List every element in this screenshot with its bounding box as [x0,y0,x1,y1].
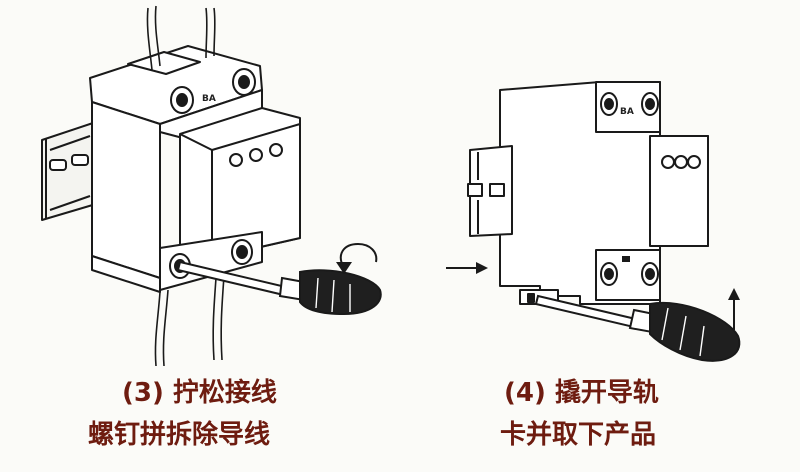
figure-4-caption-line-1: (4) 撬开导轨 [504,376,659,410]
din-rail [41,121,97,221]
rotation-arrow-icon [336,242,378,274]
figure-4-lower-marking [622,256,630,262]
figure-4-caption-line-2: 卡并取下产品 [500,420,657,450]
figure-3-top-terminal-left [170,86,194,114]
figure-3-caption-line-1: (3) 拧松接线 [122,376,277,410]
screwdriver-icon [176,260,382,316]
figure-3-caption-text-1: 拧松接线 [172,378,277,408]
figure-3-caption-line-2: 螺钉拼拆除导线 [88,420,271,450]
figure-4-bottom-terminal-right [641,262,659,286]
screwdriver-icon [534,294,741,362]
figure-3-device [41,45,301,293]
figure-3-wires [146,5,225,367]
figure-3-step-label: (3) [122,378,164,408]
figure-4-indicator-lights [661,155,701,169]
figure-4-rating-mark: BA [620,107,634,117]
figure-4-top-terminal-left [600,92,618,116]
figure-3-top-terminal-right [232,68,256,96]
figure-4-step-label: (4) [504,378,546,408]
figure-3-indicator-lights [229,143,283,167]
figure-4-bottom-terminal-left [600,262,618,286]
lift-arrow-icon [728,288,740,330]
figure-4-top-terminal-right [641,92,659,116]
figure-3-rating-mark: BA [202,94,216,104]
figure-4-rail-clip [467,145,513,237]
push-arrow-icon [446,262,488,274]
figure-3-bottom-terminal-right [231,239,253,265]
figure-4-caption-text-1: 撬开导轨 [554,378,659,408]
